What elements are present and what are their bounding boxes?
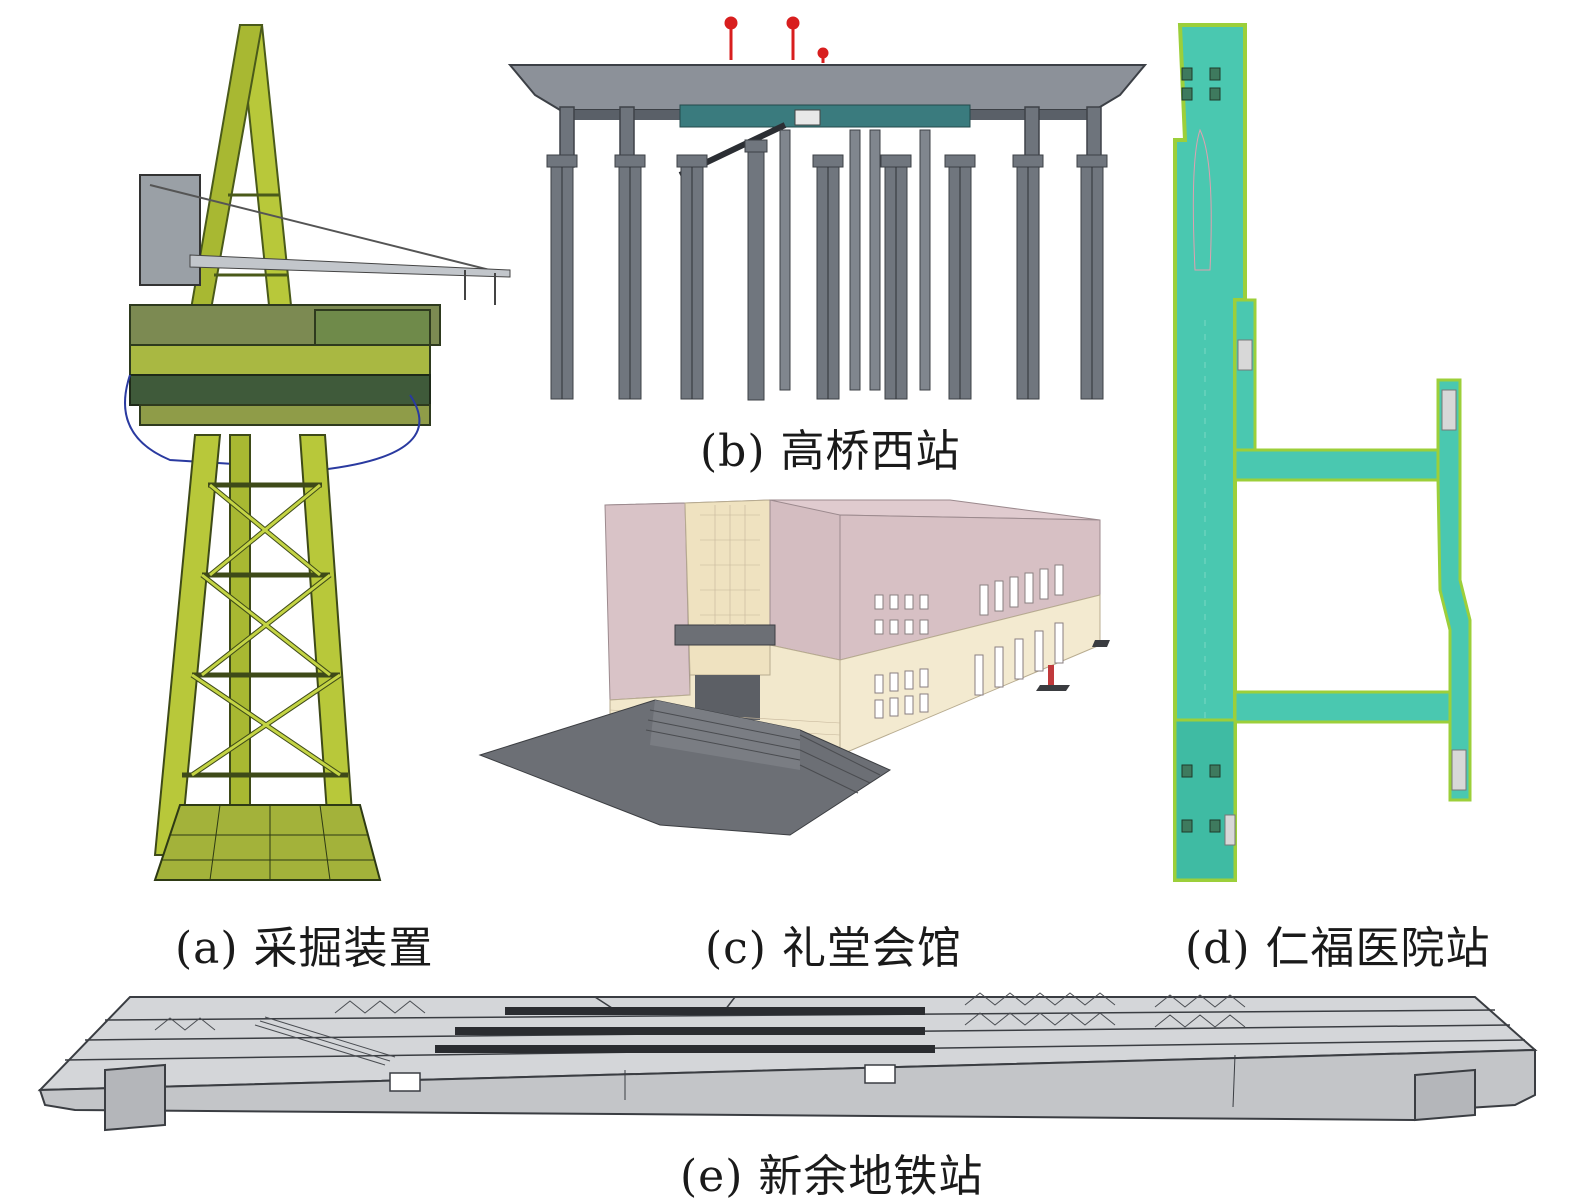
auditorium-model-image [478,499,1110,836]
station-plan-image [1173,23,1472,882]
caption-b: (b) 高桥西站 [700,426,961,477]
panel-a-platform [110,15,520,895]
metro-station-model-image [37,992,1538,1132]
caption-a: (a) 采掘装置 [175,923,434,974]
caption-c: (c) 礼堂会馆 [705,923,962,974]
platform-model-image [124,24,511,881]
panel-c-auditorium [470,495,1130,875]
caption-e: (e) 新余地铁站 [680,1151,984,1202]
panel-b-elevated-station [505,15,1155,405]
panel-e-metro-station [35,985,1545,1135]
caption-d: (d) 仁福医院站 [1185,923,1491,974]
panel-d-station-plan [1170,20,1475,890]
elevated-station-model-image [507,16,1148,401]
